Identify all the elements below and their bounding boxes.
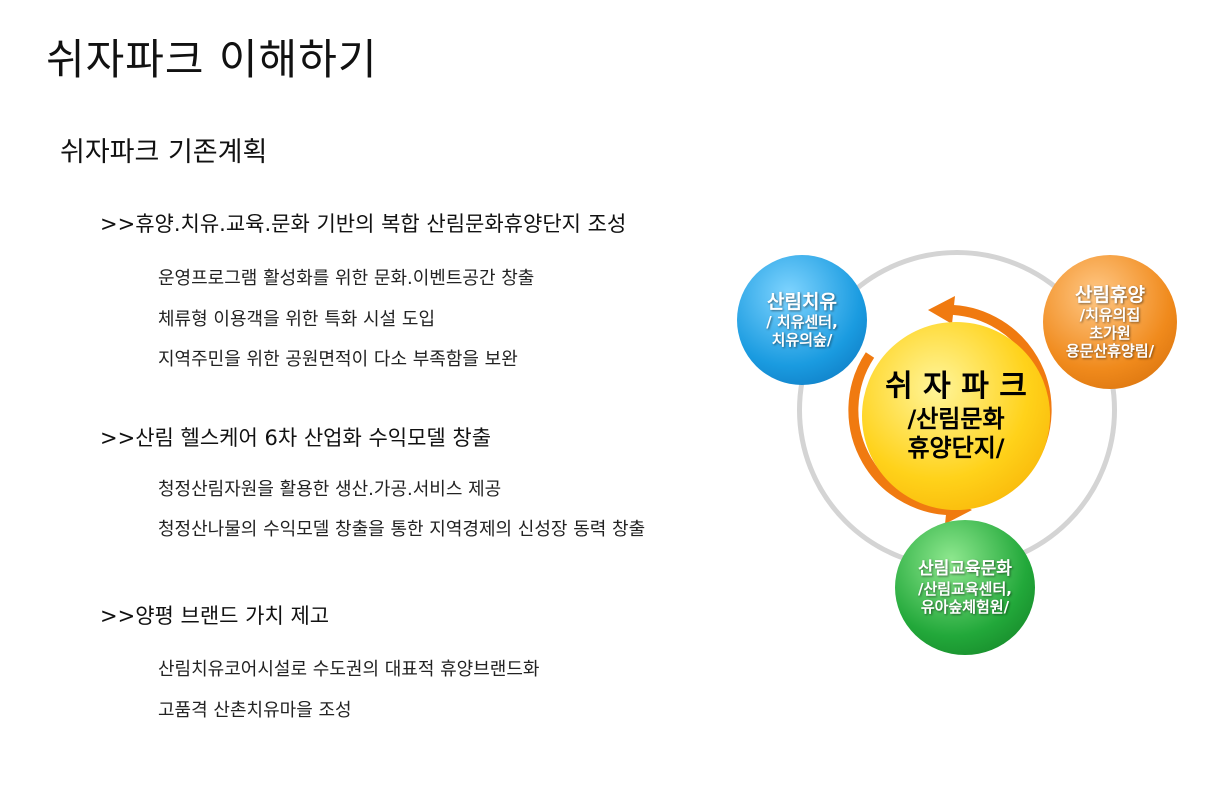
section-subtitle: 쉬자파크 기존계획 — [60, 137, 268, 168]
forest-recreation-circle: 산림휴양 /치유의집 초가원 용문산휴양림/ — [1043, 255, 1177, 389]
list-item: 청정산림자원을 활용한 생산.가공.서비스 제공 — [158, 479, 502, 500]
forest-healing-circle: 산림치유 / 치유센터, 치유의숲/ — [737, 255, 867, 385]
heading-2: >>산림 헬스케어 6차 산업화 수익모델 창출 — [100, 426, 492, 450]
list-item: 산림치유코어시설로 수도권의 대표적 휴양브랜드화 — [158, 659, 540, 680]
list-item: 운영프로그램 활성화를 위한 문화.이벤트공간 창출 — [158, 268, 535, 289]
forest-education-circle: 산림교육문화 /산림교육센터, 유아숲체험원/ — [895, 520, 1035, 655]
heading-3: >>양평 브랜드 가치 제고 — [100, 604, 330, 628]
heading-1: >>휴양.치유.교육.문화 기반의 복합 산림문화휴양단지 조성 — [100, 212, 627, 236]
list-item: 청정산나물의 수익모델 창출을 통한 지역경제의 신성장 동력 창출 — [158, 519, 646, 540]
list-item: 체류형 이용객을 위한 특화 시설 도입 — [158, 309, 436, 330]
page-title: 쉬자파크 이해하기 — [46, 35, 378, 84]
center-circle: 쉬 자 파 크 /산림문화 휴양단지/ — [862, 322, 1050, 510]
list-item: 지역주민을 위한 공원면적이 다소 부족함을 보완 — [158, 349, 518, 370]
list-item: 고품격 산촌치유마을 조성 — [158, 700, 352, 721]
